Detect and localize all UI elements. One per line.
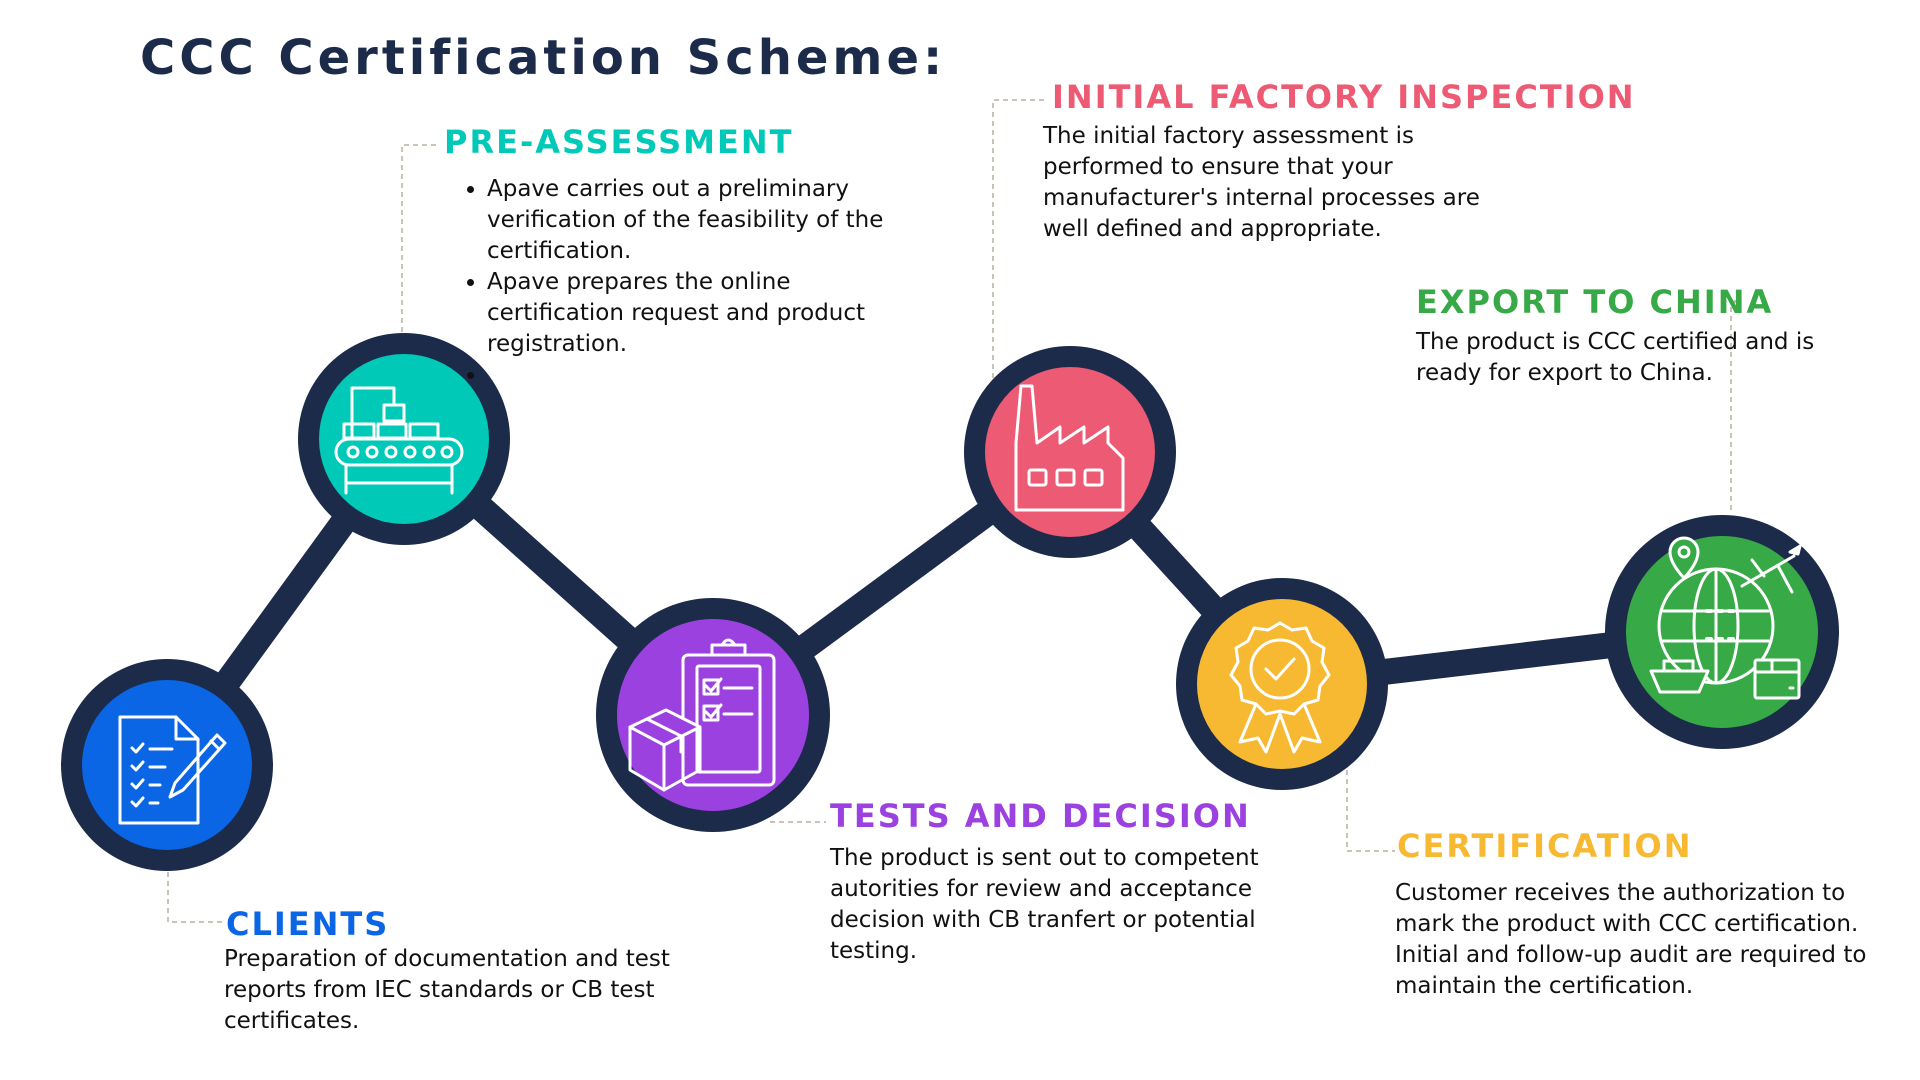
award-badge-icon (1229, 621, 1331, 754)
initial-inspection-description: The initial factory assessment is perfor… (1043, 123, 1480, 242)
step-pre-assessment-node (298, 333, 510, 545)
leader-initial (992, 99, 1046, 378)
factory-icon (1014, 384, 1125, 512)
initial-circle-fill (985, 367, 1155, 537)
certification-title: CERTIFICATION (1397, 827, 1693, 865)
export-title: EXPORT TO CHINA (1416, 283, 1774, 321)
tests-description: The product is sent out to competent aut… (830, 845, 1259, 964)
pre-assessment-bullet: Apave prepares the online certification … (487, 267, 917, 360)
leader-export (1729, 299, 1737, 510)
clipboard-box-icon (628, 638, 776, 792)
export-description: The product is CCC certified and is read… (1416, 329, 1815, 386)
certification-circle-fill (1197, 599, 1367, 769)
pre-assessment-bullet (487, 360, 917, 391)
pre-assessment-bullets: Apave carries out a preliminary verifica… (459, 174, 917, 391)
document-pen-icon (118, 715, 227, 825)
clients-circle-fill (82, 680, 252, 850)
step-tests-node (596, 598, 830, 832)
page-title: CCC Certification Scheme: (140, 30, 947, 86)
step-clients-node (61, 659, 273, 871)
step-export-node (1605, 515, 1839, 749)
conveyor-machine-icon (334, 386, 464, 495)
pre-assessment-bullet: Apave carries out a preliminary verifica… (487, 174, 917, 267)
leader-clients (167, 872, 222, 923)
step-certification-node (1176, 578, 1388, 790)
initial-inspection-title: INITIAL FACTORY INSPECTION (1052, 78, 1636, 116)
tests-title: TESTS AND DECISION (830, 797, 1251, 835)
step-initial-node (964, 346, 1176, 558)
globe-shipping-icon (1649, 536, 1802, 700)
leader-certification (1346, 770, 1395, 852)
leader-lines (167, 99, 1737, 923)
leader-pre-assessment (401, 144, 440, 332)
clients-title: CLIENTS (226, 905, 390, 943)
clients-description: Preparation of documentation and test re… (224, 946, 670, 1034)
certification-description: Customer receives the authorization to m… (1395, 880, 1867, 999)
pre-assessment-title: PRE-ASSESSMENT (444, 123, 794, 161)
